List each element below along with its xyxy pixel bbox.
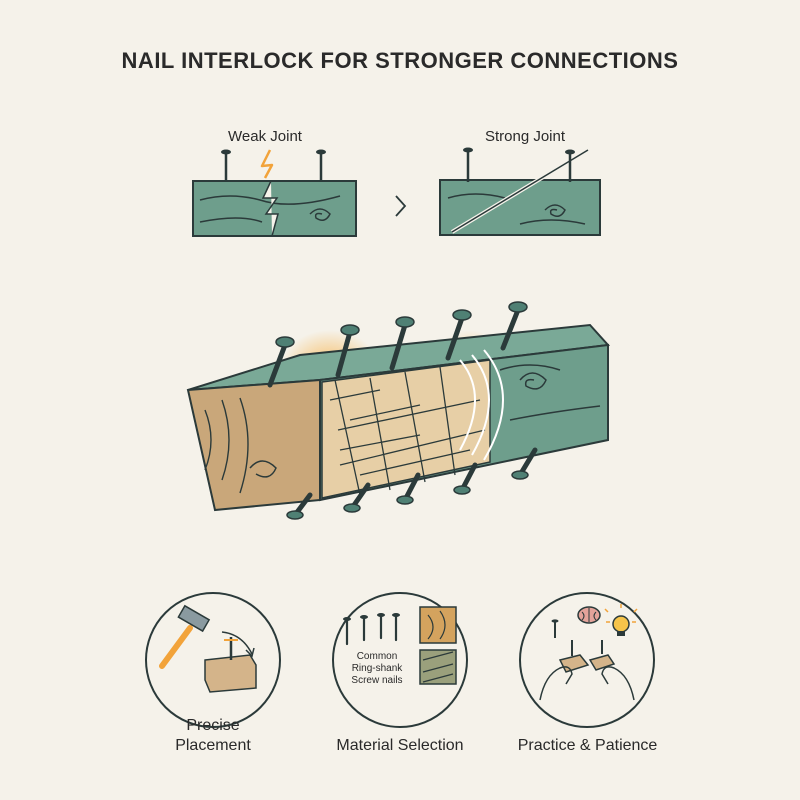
strong-joint-label: Strong Joint bbox=[484, 128, 566, 145]
practice-patience-label: Practice & Patience bbox=[517, 737, 658, 754]
strong-joint-board bbox=[439, 147, 601, 236]
page-title: NAIL INTERLOCK FOR STRONGER CONNECTIONS bbox=[121, 48, 679, 73]
practice-patience-circle bbox=[519, 592, 655, 728]
nail-type-ring-shank: Ring-shank bbox=[351, 663, 403, 674]
material-selection-circle bbox=[332, 592, 468, 728]
hammer-icon bbox=[159, 604, 257, 693]
chevron-right-icon bbox=[395, 195, 407, 217]
nails-and-wood-icon bbox=[343, 606, 457, 685]
precise-placement-circle bbox=[145, 592, 281, 728]
material-selection-label: Material Selection bbox=[336, 737, 464, 754]
nail-type-common: Common bbox=[356, 651, 398, 662]
precise-label-line2: Placement bbox=[175, 737, 251, 754]
weak-joint-board bbox=[192, 149, 357, 237]
lightning-icon bbox=[260, 149, 274, 179]
precise-label-line1: Precise bbox=[186, 717, 240, 734]
weak-joint-label: Weak Joint bbox=[228, 128, 302, 145]
hands-and-lightbulb-icon bbox=[539, 604, 638, 701]
nail-type-screw: Screw nails bbox=[351, 675, 403, 686]
